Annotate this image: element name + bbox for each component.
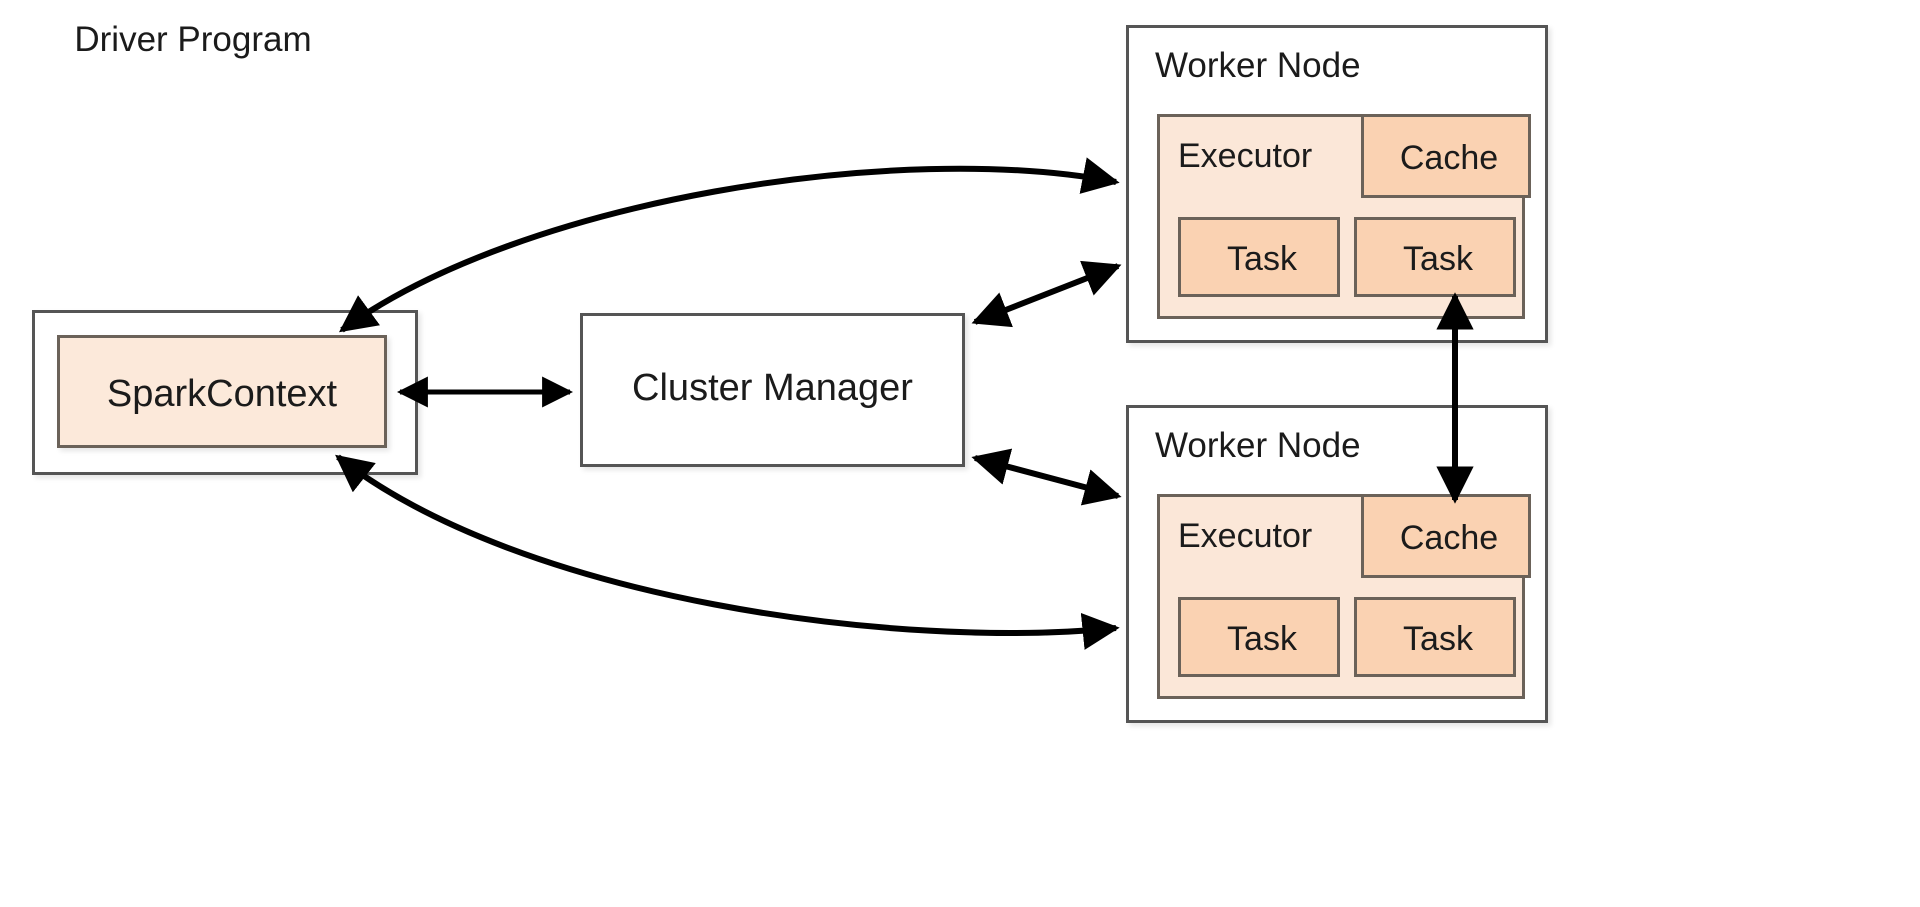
worker-node-1-cache-label: Cache	[1399, 139, 1499, 177]
worker-node-2-task-2-box[interactable]: Task	[1354, 597, 1516, 677]
worker-node-1-box[interactable]: Worker Node Executor Cache Task Task	[1126, 25, 1548, 343]
spark-context-box[interactable]	[57, 335, 387, 448]
worker-node-1-executor-box[interactable]: Executor Cache Task Task	[1157, 114, 1531, 319]
worker-node-2-executor-label: Executor	[1178, 517, 1313, 555]
worker-node-1-executor-label: Executor	[1178, 137, 1313, 175]
connector-sparkcontext-worker-node-2	[335, 454, 1120, 650]
worker-node-2-cache-label: Cache	[1399, 519, 1499, 557]
worker-node-1-title: Worker Node	[1155, 46, 1361, 85]
worker-node-2-task-1-label: Task	[1227, 620, 1297, 658]
worker-node-2-box[interactable]: Worker Node Executor Cache Task Task	[1126, 405, 1548, 723]
worker-node-2-cache-box[interactable]: Cache	[1361, 494, 1531, 578]
driver-program-title: Driver Program	[74, 20, 312, 59]
spark-context-label: SparkContext	[106, 373, 338, 415]
worker-node-2-task-1-box[interactable]: Task	[1178, 597, 1340, 677]
worker-node-1-task-1-label: Task	[1227, 240, 1297, 278]
connector-sparkcontext-worker-node-1	[338, 157, 1120, 333]
worker-node-1-task-2-label: Task	[1403, 240, 1473, 278]
cluster-manager-label: Cluster Manager	[632, 367, 913, 409]
worker-node-2-task-2-label: Task	[1403, 620, 1473, 658]
connector-cluster-manager-worker-node-2	[971, 448, 1122, 506]
worker-node-1-task-2-box[interactable]: Task	[1354, 217, 1516, 297]
connector-cluster-manager-worker-node-1	[971, 260, 1122, 328]
worker-node-2-executor-box[interactable]: Executor Cache Task Task	[1157, 494, 1531, 699]
worker-node-1-task-1-box[interactable]: Task	[1178, 217, 1340, 297]
worker-node-2-title: Worker Node	[1155, 426, 1361, 465]
worker-node-1-cache-box[interactable]: Cache	[1361, 114, 1531, 198]
